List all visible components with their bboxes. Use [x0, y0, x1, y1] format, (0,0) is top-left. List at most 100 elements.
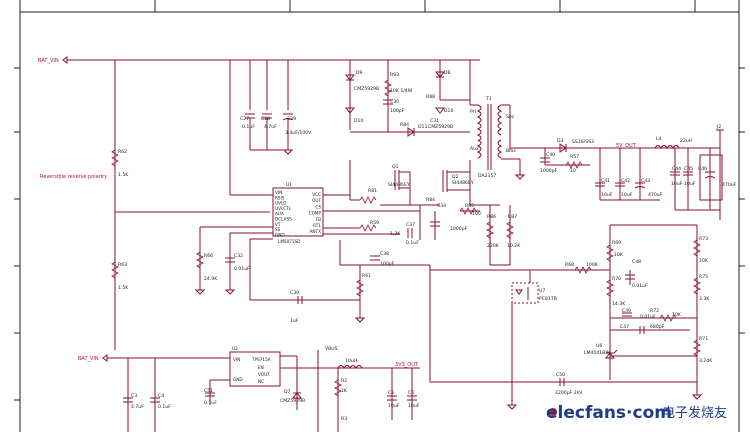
capacitor-c29: C29 3.3uF/100V: [282, 113, 312, 150]
c49-ref: C49: [622, 308, 631, 314]
u1-part: LM5071SD: [278, 239, 301, 244]
r75-ref: R75: [699, 274, 708, 280]
r72-ref: R72: [650, 308, 659, 314]
c49-value: 0.01uF: [640, 314, 656, 320]
resistor-r63: R63 1.5K: [111, 261, 129, 291]
watermark-cn: 电子发烧友: [662, 405, 727, 421]
t1-bias-label: Bias: [506, 148, 516, 154]
u1-pin-fb: FB: [316, 217, 321, 222]
c50-value: 2200pF 2kV: [555, 390, 583, 396]
net-label-input: BAT_VIN: [38, 58, 59, 64]
r71-value: 3.24K: [699, 358, 713, 364]
d3-ref: D3: [557, 138, 564, 144]
r66-value: 24.9K: [204, 276, 218, 282]
c40-ref: C40: [546, 152, 555, 158]
capacitor-c48: C48 0.01uF: [625, 259, 648, 289]
c38-ref: C38: [380, 251, 389, 257]
c41-value: 10uF: [601, 192, 613, 198]
r93-ref: R93: [390, 72, 399, 78]
ic-u2-ldo: U2 TPS715A VIN GND EN VOUT NC: [229, 346, 281, 387]
q2-value: SI4486EY: [452, 180, 474, 186]
u2-pin-gnd: GND: [233, 377, 243, 382]
d10-label: D10: [354, 118, 363, 124]
j2-ref: J2: [716, 124, 721, 130]
resistor-r61: R61: [354, 265, 371, 323]
r62-ref: R62: [118, 149, 127, 155]
c29-value: 3.3uF/100V: [285, 130, 312, 136]
sheet-frame: [14, 0, 745, 432]
t1-pri-label: Pri: [470, 109, 476, 115]
q1-ref: Q1: [392, 164, 399, 170]
watermark-dot-icon: [549, 408, 557, 416]
c46-ref: C46: [698, 166, 707, 172]
r3-ref: R3: [341, 416, 347, 422]
r70-value: 14.3K: [612, 301, 626, 307]
u6-ref: U6: [596, 343, 602, 349]
t1-aux-label: Aux: [470, 146, 479, 152]
d7-ref: D7: [284, 389, 291, 395]
diode-d3: D3 SS16/SS3: [557, 138, 594, 153]
c6-ref: C6: [408, 390, 414, 396]
r69-value: 10K: [614, 252, 624, 258]
r86-value: 220K: [487, 243, 500, 249]
capacitor-c50: C50 2200pF 2kV: [555, 372, 583, 396]
c50-ref: C50: [556, 372, 565, 378]
resistor-r62: R62 1.5K: [111, 149, 129, 178]
capacitor-c32: C32 0.01uF: [224, 253, 250, 295]
snubber-c40-r57: C40 1000pF R57 10: [540, 148, 590, 174]
c32-ref: C32: [234, 253, 243, 259]
d11-ref: D11: [418, 124, 427, 130]
r63-ref: R63: [118, 262, 127, 268]
inductor-l5: 10uH: [337, 358, 363, 369]
c31-ref: C31: [430, 118, 439, 124]
r71-ref: R71: [699, 336, 708, 342]
c30-value: 100pF: [390, 108, 405, 114]
c37-ref: C37: [406, 222, 415, 228]
mosfet-q2: Q2 SI4486EY: [442, 170, 474, 192]
r72-value: 10K: [672, 312, 682, 318]
r73-value: 10K: [699, 258, 709, 264]
c43-ref: C43: [641, 178, 650, 184]
d8-ref: D8: [444, 70, 451, 76]
c47-value: 680pF: [650, 324, 665, 330]
resistor-r70: R70 14.3K: [606, 276, 626, 307]
u6-part: LM4041BIM: [584, 350, 611, 356]
c44-ref: C44: [672, 166, 681, 172]
c34-ref: C34: [437, 203, 446, 209]
u2-pin-en: EN: [258, 365, 264, 370]
c41-ref: C41: [601, 178, 610, 184]
c45-value: 10uF: [684, 181, 696, 187]
u1-pin-vcc: VCC: [312, 192, 321, 197]
q2-ref: Q2: [452, 174, 459, 180]
output-connector-j2: J2: [716, 124, 724, 220]
r75-value: 3.3K: [699, 296, 710, 302]
u1-pin-out: OUT: [312, 198, 321, 203]
u1-pin-rsis: RSIS: [275, 195, 285, 200]
c40-value: 1000pF: [540, 168, 558, 174]
comp-network: C49 0.01uF R72 10K C47 680pF: [610, 308, 690, 334]
output-caps: C41 10uF C42 10uF C43 470uF C44 10uF C45…: [595, 148, 737, 211]
resistor-r66: R66 24.9K: [194, 251, 218, 295]
resistor-r93: R93 10K 1/4W: [384, 60, 413, 132]
c5-ref: C5: [388, 390, 394, 396]
capacitor-c37: C37 0.1uF: [406, 222, 419, 246]
capacitor-c28: C28 4.7uF: [261, 113, 277, 150]
c28-ref: C28: [261, 116, 270, 122]
c3-value: 4.7uF: [131, 404, 144, 410]
u1-pin-vt: VT: [275, 222, 281, 227]
d9-value: CMZ5929B: [354, 86, 379, 92]
resistor-r81: R81: [359, 188, 377, 204]
capacitor-c39: C39 1uF: [290, 290, 303, 324]
d11-value: CMZ5929B: [428, 124, 453, 130]
c42-ref: C42: [621, 178, 630, 184]
net-label-vbus: VBUS: [325, 346, 338, 352]
r84-ref: R84: [426, 197, 435, 203]
c42-value: 10uF: [621, 192, 633, 198]
ldo-output-caps: C5 10uF C6 10uF: [387, 368, 420, 420]
c37-value: 0.1uF: [406, 240, 419, 246]
r61-ref: R61: [362, 273, 371, 279]
r68-value: 100K: [586, 262, 599, 268]
c34-value: 1000pF: [450, 226, 468, 232]
input-rail: BAT_VIN Reversible reverse polarity: [38, 56, 480, 350]
